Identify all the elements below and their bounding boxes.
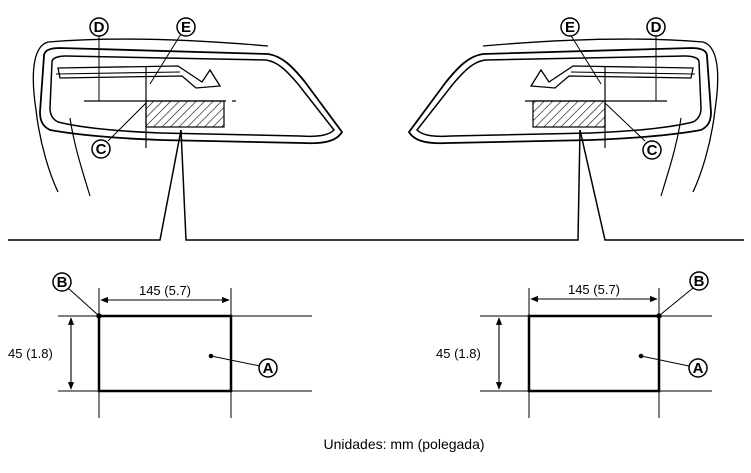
left-callout-e: E <box>176 17 196 37</box>
right-aiming-rectangle <box>527 314 661 393</box>
right-callout-c: C <box>642 140 662 160</box>
right-callout-e: E <box>560 17 580 37</box>
svg-text:A: A <box>693 360 704 377</box>
left-callout-b: B <box>52 272 72 292</box>
right-drl-strip <box>529 65 694 89</box>
right-lamp-outer <box>407 47 712 145</box>
right-height-label: 45 (1.8) <box>436 346 481 361</box>
right-callout-b: B <box>689 271 709 291</box>
left-headlamp <box>32 33 344 197</box>
left-fender-inner <box>69 117 91 197</box>
svg-text:B: B <box>694 273 705 290</box>
left-leader-e <box>149 33 182 85</box>
left-aiming-rectangle <box>97 314 233 393</box>
right-callout-d: D <box>646 17 666 37</box>
right-leader-e <box>569 33 602 85</box>
left-height-label: 45 (1.8) <box>8 346 53 361</box>
right-fender-outline <box>482 38 719 193</box>
svg-text:E: E <box>565 19 575 36</box>
svg-text:B: B <box>57 274 68 291</box>
left-hatched-area <box>145 100 225 128</box>
projection-lines <box>8 129 744 241</box>
right-drl-strip-2 <box>570 71 696 75</box>
left-callout-d: D <box>89 17 109 37</box>
left-leader-b <box>67 287 99 316</box>
svg-text:D: D <box>651 19 662 36</box>
left-drl-strip-2 <box>55 71 181 75</box>
left-leader-a <box>210 355 261 367</box>
right-hatched-area <box>532 100 606 128</box>
right-headlamp <box>407 33 719 197</box>
left-aiming-screen <box>58 287 312 418</box>
svg-text:D: D <box>94 19 105 36</box>
right-leader-c <box>604 102 646 142</box>
right-leader-b <box>659 287 694 316</box>
left-drl-strip <box>57 65 222 89</box>
left-callout-c: C <box>91 139 111 159</box>
svg-text:C: C <box>96 141 107 158</box>
left-callout-a: A <box>258 358 278 378</box>
right-callout-a: A <box>688 358 708 378</box>
right-leader-a <box>640 355 690 367</box>
left-lamp-lens <box>49 55 336 138</box>
svg-text:A: A <box>263 360 274 377</box>
units-caption: Unidades: mm (polegada) <box>323 436 484 452</box>
left-width-label: 145 (5.7) <box>139 283 191 298</box>
right-aiming-screen <box>480 287 712 418</box>
left-leader-c <box>107 102 147 142</box>
right-lamp-lens <box>415 55 702 138</box>
right-fender-inner <box>660 117 682 197</box>
wall-floor-line <box>8 129 744 241</box>
left-fender-outline <box>32 38 269 193</box>
svg-text:C: C <box>647 142 658 159</box>
right-width-label: 145 (5.7) <box>568 282 620 297</box>
svg-text:E: E <box>181 19 191 36</box>
left-lamp-outer <box>39 47 344 145</box>
